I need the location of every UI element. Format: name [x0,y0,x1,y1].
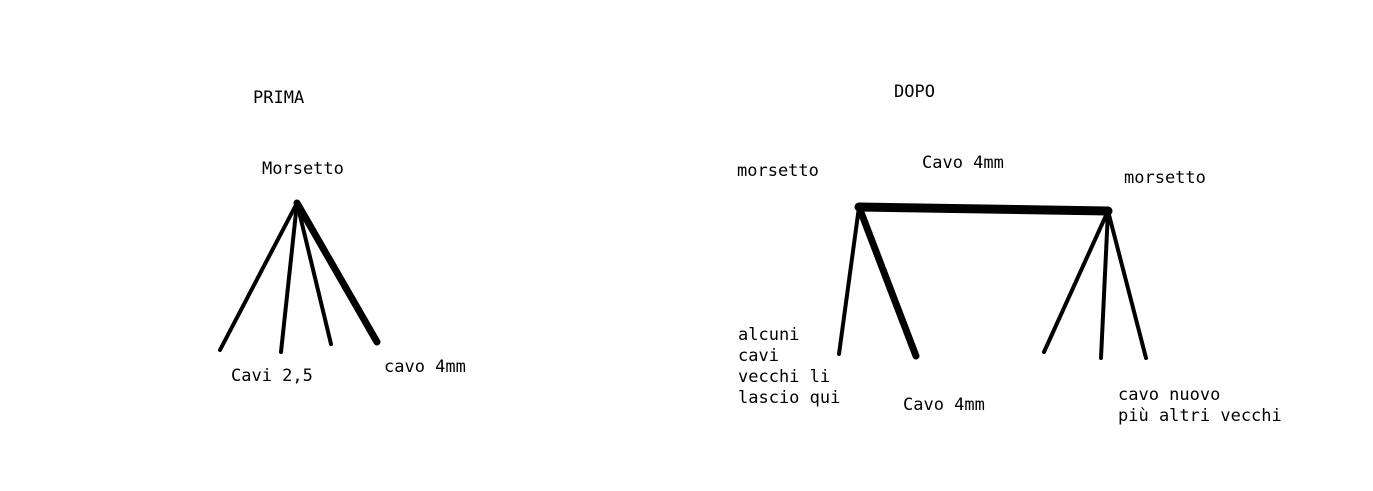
after-left-old-cable [837,205,861,356]
after-bridge-cable-label: Cavo 4mm [922,153,1004,173]
before-new-cable-label: cavo 4mm [384,357,466,377]
after-right-cable-2 [1099,209,1110,360]
after-left-old-cables-note: alcuni cavi vecchi li lascio qui [738,325,841,408]
after-left-terminal-label: morsetto [737,161,819,181]
after-left-new-cable-4mm [855,203,920,360]
after-right-cable-3 [1106,209,1148,360]
after-title: DOPO [894,82,935,102]
after-bridge-cable-4mm [854,202,1113,216]
before-wiring [218,199,381,354]
after-right-cable-1 [1042,209,1110,354]
after-right-cables-note: cavo nuovo più altri vecchi [1118,385,1282,426]
after-wiring [837,202,1148,360]
before-old-cable-1 [218,201,299,352]
before-new-cable-4mm [293,199,381,346]
after-right-terminal-label: morsetto [1124,168,1206,188]
before-old-cable-2 [279,201,299,354]
before-title: PRIMA [253,88,305,108]
after-left-new-cable-label: Cavo 4mm [903,395,985,415]
before-old-cables-label: Cavi 2,5 [231,366,313,386]
before-old-cable-3 [295,201,333,346]
before-terminal-label: Morsetto [262,159,344,179]
